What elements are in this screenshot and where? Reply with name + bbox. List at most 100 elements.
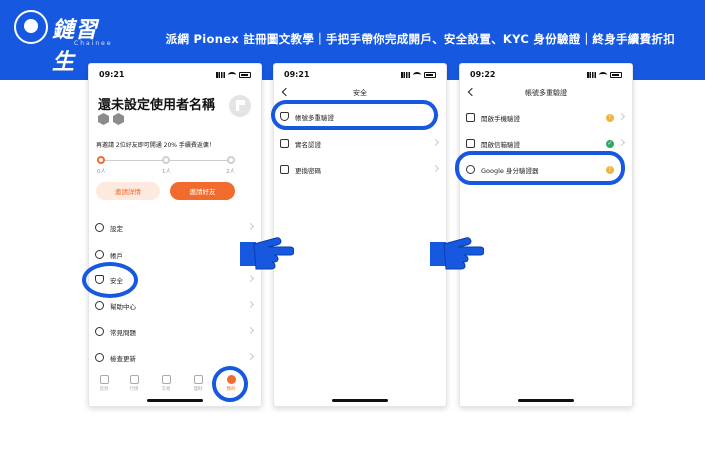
- user-icon: [95, 250, 104, 259]
- highlight-security-ring: [82, 262, 138, 298]
- list-item-label: 帳號多重驗證: [295, 114, 334, 122]
- status-time: 09:21: [99, 70, 125, 79]
- progress-label: 2人: [226, 169, 235, 175]
- home-indicator: [332, 399, 388, 402]
- mfa-item-phone[interactable]: 開啟手機驗證 !: [460, 112, 632, 128]
- tab-label: 首頁: [99, 387, 109, 392]
- question-icon: [95, 327, 104, 336]
- nav-title: 帳號多重驗證: [525, 89, 567, 97]
- menu-item-settings[interactable]: 設定: [89, 222, 261, 236]
- wifi-icon: [599, 72, 607, 78]
- chevron-right-icon: [246, 352, 255, 361]
- battery-icon: [424, 72, 436, 78]
- pointing-hand-icon: [430, 237, 484, 270]
- brand-subtitle: Chainee: [74, 40, 113, 47]
- menu-item-label: 檢查更新: [110, 355, 136, 363]
- page-headline: 派網 Pionex 註冊圖文教學｜手把手帶你完成開戶、安全設置、KYC 身份驗證…: [165, 32, 675, 46]
- security-item-password[interactable]: 更換密碼: [274, 164, 446, 180]
- phone-screen-security: 09:21 安全 帳號多重驗證 實名認證 更換密碼: [273, 63, 447, 407]
- progress-dot-1: [162, 156, 170, 164]
- lock-icon: [280, 165, 289, 174]
- list-item-label: 更換密碼: [295, 167, 321, 175]
- check-badge-icon: ✓: [606, 140, 614, 148]
- progress-label: 0人: [97, 169, 106, 175]
- progress-label: 1人: [162, 169, 171, 175]
- chevron-right-icon: [246, 326, 255, 335]
- brand-logo: 鏈習生 Chainee: [14, 10, 114, 75]
- tab-trade[interactable]: 交易: [151, 375, 181, 392]
- status-bar: 09:21: [89, 64, 261, 86]
- status-bar: 09:21: [274, 64, 446, 86]
- plus-circle-icon: [95, 353, 104, 362]
- menu-item-label: 帳戶: [110, 252, 123, 260]
- wifi-icon: [228, 72, 236, 78]
- progress-dot-0: [97, 156, 105, 164]
- nav-bar: 安全: [274, 87, 446, 99]
- status-bar: 09:22: [460, 64, 632, 86]
- list-item-label: 開啟手機驗證: [481, 115, 520, 123]
- level-badge-icon: [98, 113, 109, 125]
- status-time: 09:22: [470, 70, 496, 79]
- highlight-mfa-ring: [271, 100, 438, 130]
- tab-market[interactable]: 行情: [119, 375, 149, 392]
- battery-icon: [610, 72, 622, 78]
- diamond-icon: [193, 375, 203, 384]
- signal-icon: [216, 72, 225, 78]
- invite-friends-button[interactable]: 邀請好友: [170, 182, 235, 200]
- tab-home[interactable]: 首頁: [89, 375, 119, 392]
- chart-icon: [129, 375, 139, 384]
- chevron-right-icon: [246, 274, 255, 283]
- menu-item-help-center[interactable]: 幫助中心: [89, 300, 261, 314]
- invite-detail-button[interactable]: 邀請詳情: [96, 182, 160, 200]
- wifi-icon: [413, 72, 421, 78]
- home-icon: [99, 375, 109, 384]
- signal-icon: [587, 72, 596, 78]
- nav-title: 安全: [353, 89, 367, 97]
- home-indicator: [518, 399, 574, 402]
- highlight-mine-tab-ring: [212, 366, 248, 402]
- help-icon: [95, 301, 104, 310]
- progress-dot-2: [227, 156, 235, 164]
- chevron-right-icon: [246, 222, 255, 231]
- list-item-label: 實名認證: [295, 141, 321, 149]
- chevron-right-icon: [617, 138, 626, 147]
- tab-finance[interactable]: 理財: [183, 375, 213, 392]
- pointing-hand-icon: [240, 237, 294, 270]
- tab-label: 理財: [193, 387, 203, 392]
- phone-screen-mfa: 09:22 帳號多重驗證 開啟手機驗證 ! 開啟信箱驗證 ✓ Google 身分…: [459, 63, 633, 407]
- battery-icon: [239, 72, 251, 78]
- chevron-right-icon: [617, 112, 626, 121]
- chevron-right-icon: [431, 138, 440, 147]
- status-time: 09:21: [284, 70, 310, 79]
- gear-icon: [95, 223, 104, 232]
- chevron-right-icon: [431, 164, 440, 173]
- menu-item-faq[interactable]: 常見問題: [89, 326, 261, 340]
- warning-badge-icon: !: [606, 114, 614, 122]
- nav-bar: 帳號多重驗證: [460, 87, 632, 99]
- username-title: 還未設定使用者名稱: [98, 98, 216, 113]
- brand-name: 鏈習生: [52, 18, 99, 75]
- level-badge-icon: [113, 113, 124, 125]
- mail-icon: [466, 139, 475, 148]
- phone-icon: [466, 113, 475, 122]
- trade-icon: [161, 375, 171, 384]
- tab-label: 行情: [129, 387, 139, 392]
- tab-label: 交易: [161, 387, 171, 392]
- phone-screen-profile: 09:21 還未設定使用者名稱 再邀請 2位好友即可開通 20% 手續費返傭！ …: [88, 63, 262, 407]
- avatar[interactable]: [229, 95, 251, 117]
- list-item-label: Google 身分驗證器: [481, 167, 539, 175]
- signal-icon: [401, 72, 410, 78]
- list-item-label: 開啟信箱驗證: [481, 141, 520, 149]
- menu-item-label: 常見問題: [110, 329, 136, 337]
- menu-item-label: 設定: [110, 225, 123, 233]
- menu-item-account[interactable]: 帳戶: [89, 249, 261, 263]
- highlight-google-auth-ring: [455, 151, 625, 185]
- home-indicator: [147, 399, 203, 402]
- security-item-kyc[interactable]: 實名認證: [274, 138, 446, 154]
- menu-item-check-update[interactable]: 檢查更新: [89, 352, 261, 366]
- logo-mark-icon: [14, 10, 48, 44]
- mfa-item-email[interactable]: 開啟信箱驗證 ✓: [460, 138, 632, 154]
- id-card-icon: [280, 139, 289, 148]
- menu-item-label: 幫助中心: [110, 303, 136, 311]
